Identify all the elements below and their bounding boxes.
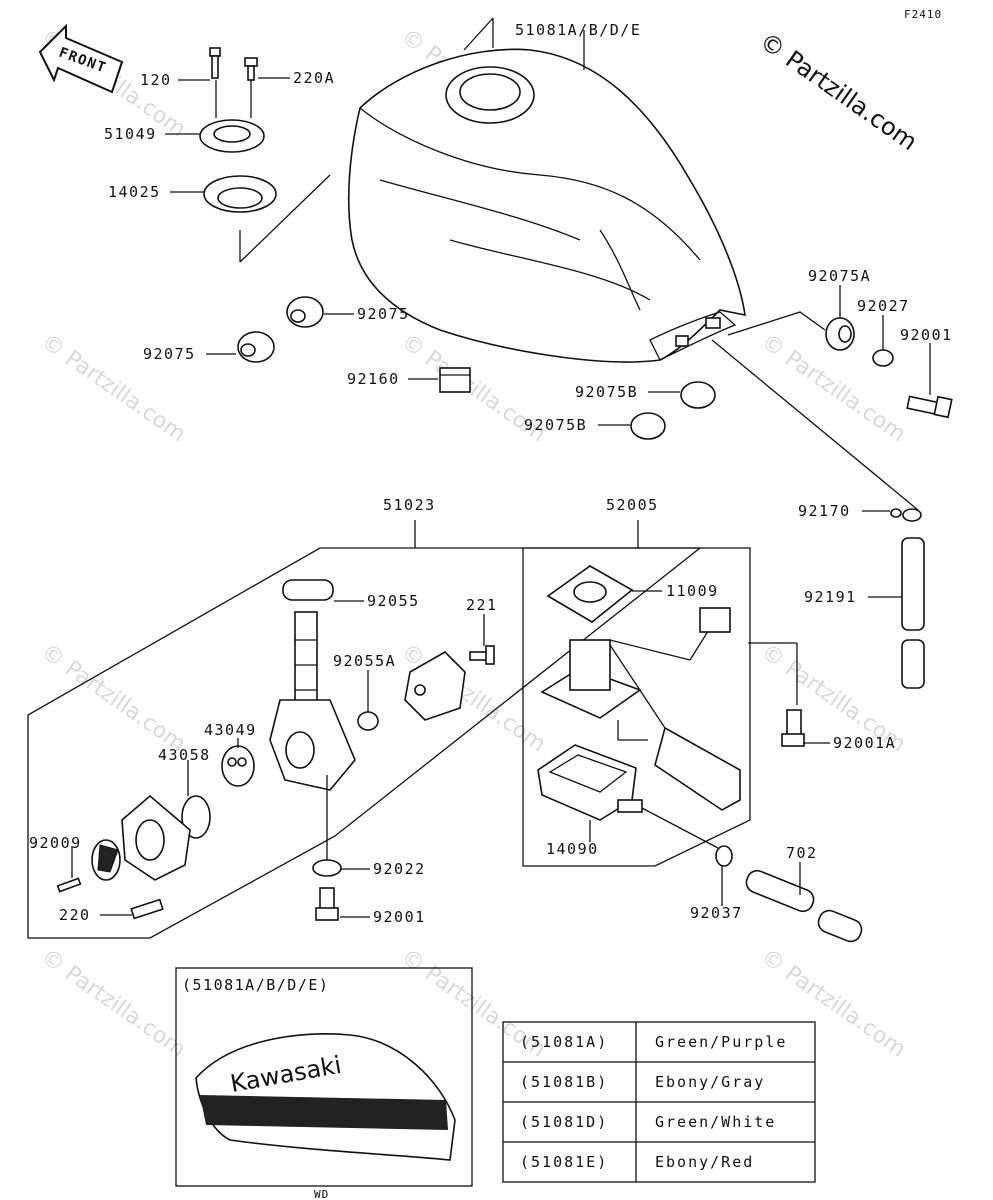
inset-footer: WD: [314, 1188, 329, 1200]
callout-92075-left: 92075: [143, 345, 196, 363]
washer-92022: [312, 859, 342, 877]
damper-92075b-1: [680, 381, 716, 409]
callout-92022: 92022: [373, 860, 426, 878]
filter-14090: [537, 744, 643, 821]
bolt-120: [209, 47, 221, 79]
oring-92055a: [357, 711, 379, 731]
callout-51081: 51081A/B/D/E: [515, 21, 641, 39]
fuel-cock-frame: [27, 547, 702, 939]
hose-702: [745, 869, 863, 943]
tank-decal: Kawasaki: [195, 1033, 456, 1161]
gasket-11009: [546, 565, 634, 623]
figure-code: F2410: [904, 8, 942, 21]
callout-702: 702: [786, 844, 818, 862]
table-row-color: Ebony/Gray: [655, 1073, 765, 1091]
fuel-pump-frame: [522, 547, 751, 867]
callout-120: 120: [140, 71, 172, 89]
callout-14025: 14025: [108, 183, 161, 201]
inset-frame: [175, 967, 473, 1187]
callout-92001-bottom: 92001: [373, 908, 426, 926]
callout-51023: 51023: [383, 496, 436, 514]
cover-plate: [404, 651, 466, 721]
fuel-cock-body: [269, 611, 356, 791]
pump-base: [540, 607, 741, 811]
damper-92075a: [825, 317, 855, 351]
screw-220: [130, 898, 164, 920]
callout-92075a: 92075A: [808, 267, 871, 285]
cap-51049: [199, 119, 265, 153]
screw-220a: [244, 57, 258, 81]
callout-51049: 51049: [104, 125, 157, 143]
callout-43049: 43049: [204, 721, 257, 739]
table-row-color: Green/Purple: [655, 1033, 787, 1051]
damper-92075-left: [237, 331, 275, 363]
washer-92027: [872, 349, 894, 367]
knob: [91, 839, 121, 881]
callout-92037: 92037: [690, 904, 743, 922]
oring-92055: [282, 579, 334, 601]
lever-bracket: [121, 794, 191, 881]
table-row-part: (51081A): [520, 1033, 608, 1051]
oring-43058: [181, 795, 211, 839]
callout-92075b-2: 92075B: [524, 416, 587, 434]
table-row-part: (51081E): [520, 1153, 608, 1171]
screw-221: [469, 645, 495, 665]
watermark: © Partzilla.com: [37, 944, 190, 1062]
screw-92009: [56, 877, 82, 893]
callout-92160: 92160: [347, 370, 400, 388]
callout-92075-top: 92075: [357, 305, 410, 323]
block-92160: [439, 367, 471, 393]
callout-92001-right: 92001: [900, 326, 953, 344]
table-row-color: Green/White: [655, 1113, 776, 1131]
callout-14090: 14090: [546, 840, 599, 858]
callout-92170: 92170: [798, 502, 851, 520]
table-row-part: (51081D): [520, 1113, 608, 1131]
table-row-part: (51081B): [520, 1073, 608, 1091]
callout-92055a: 92055A: [333, 652, 396, 670]
clip-92170: [890, 508, 922, 522]
table-row-color: Ebony/Red: [655, 1153, 754, 1171]
copyright-text: © Partzilla.com: [755, 27, 923, 156]
callout-92009: 92009: [29, 834, 82, 852]
damper-92075b-2: [630, 412, 666, 440]
hose-92191: [901, 537, 925, 689]
leader-line: [463, 17, 494, 51]
callout-221: 221: [466, 596, 498, 614]
callout-220: 220: [59, 906, 91, 924]
bolt-92001-bottom: [315, 887, 339, 921]
plate-43049: [221, 745, 255, 787]
clip-92037: [715, 845, 733, 867]
callout-52005: 52005: [606, 496, 659, 514]
callout-92055: 92055: [367, 592, 420, 610]
bolt-92001a: [781, 709, 805, 747]
callout-11009: 11009: [666, 582, 719, 600]
callout-43058: 43058: [158, 746, 211, 764]
color-table: (51081A) Green/Purple (51081B) Ebony/Gra…: [502, 1021, 816, 1183]
callout-92075b-1: 92075B: [575, 383, 638, 401]
callout-92001a: 92001A: [833, 734, 896, 752]
gasket-14025: [203, 175, 277, 213]
callout-220a: 220A: [293, 69, 335, 87]
inset-title: (51081A/B/D/E): [182, 976, 329, 994]
fuel-tank: [347, 48, 746, 363]
callout-92191: 92191: [804, 588, 857, 606]
watermark: © Partzilla.com: [37, 639, 190, 757]
callout-92027: 92027: [857, 297, 910, 315]
bolt-92001-right: [906, 395, 953, 419]
damper-92075-top: [286, 296, 324, 328]
